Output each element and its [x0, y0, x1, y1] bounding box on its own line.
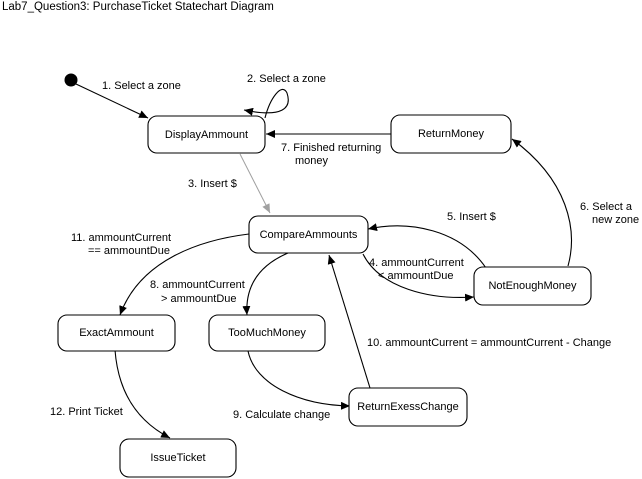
state-too-much-money-label: TooMuchMoney: [228, 327, 306, 339]
transition-8-label-line2: > ammountDue: [161, 293, 237, 305]
state-return-money: ReturnMoney: [390, 114, 512, 154]
transition-11-arrow: [119, 233, 250, 316]
state-return-exess-change-label: ReturnExessChange: [357, 401, 459, 413]
transition-5-label: 5. Insert $: [447, 211, 496, 223]
transition-12-arrow: [114, 349, 171, 439]
state-issue-ticket-label: IssueTicket: [150, 452, 205, 464]
state-compare-ammounts-label: CompareAmmounts: [260, 229, 358, 241]
transition-7-label-line2: money: [295, 155, 329, 167]
transition-1-label: 1. Select a zone: [102, 80, 181, 92]
transition-7-label-line1: 7. Finished returning: [281, 142, 381, 154]
state-display-ammount-label: DisplayAmmount: [165, 129, 248, 141]
transition-11-label-line1: 11. ammountCurrent: [71, 232, 171, 244]
transition-11-label-line2: == ammountDue: [88, 245, 170, 257]
state-not-enough-money-label: NotEnoughMoney: [488, 280, 577, 292]
transition-10-label: 10. ammountCurrent = ammountCurrent - Ch…: [367, 337, 611, 349]
initial-state-dot: [64, 73, 78, 87]
state-return-money-label: ReturnMoney: [418, 128, 485, 140]
transition-6-arrow: [511, 138, 572, 267]
transition-10-arrow: [327, 254, 371, 389]
state-display-ammount: DisplayAmmount: [147, 115, 266, 154]
state-return-exess-change: ReturnExessChange: [348, 387, 468, 427]
state-exact-ammount-label: ExactAmmount: [79, 327, 154, 339]
diagram-title: Lab7_Question3: PurchaseTicket Statechar…: [2, 1, 274, 13]
transition-4-label-line1: 4. ammountCurrent: [369, 257, 464, 269]
transition-3-arrow: [239, 153, 271, 214]
state-not-enough-money: NotEnoughMoney: [473, 266, 592, 306]
transition-8-arrow: [242, 252, 289, 316]
state-exact-ammount: ExactAmmount: [57, 314, 176, 352]
transition-3-label: 3. Insert $: [188, 178, 237, 190]
transition-4-arrow: [362, 253, 475, 302]
transition-4-label-line2: < ammountDue: [378, 270, 454, 282]
transition-2-label: 2. Select a zone: [247, 73, 326, 85]
transition-9-label: 9. Calculate change: [233, 409, 330, 421]
transition-1-arrow: [75, 83, 149, 119]
transition-5-arrow: [367, 223, 487, 269]
transition-2-self-loop: [243, 88, 289, 119]
transition-8-label-line1: 8. ammountCurrent: [150, 279, 245, 291]
transition-6-label-line1: 6. Select a: [580, 201, 633, 213]
state-issue-ticket: IssueTicket: [119, 438, 237, 478]
state-too-much-money: TooMuchMoney: [208, 314, 326, 352]
state-compare-ammounts: CompareAmmounts: [248, 215, 369, 254]
transition-12-label: 12. Print Ticket: [50, 406, 123, 418]
transition-6-label-line2: new zone: [592, 214, 639, 226]
transition-9-arrow: [247, 350, 351, 410]
